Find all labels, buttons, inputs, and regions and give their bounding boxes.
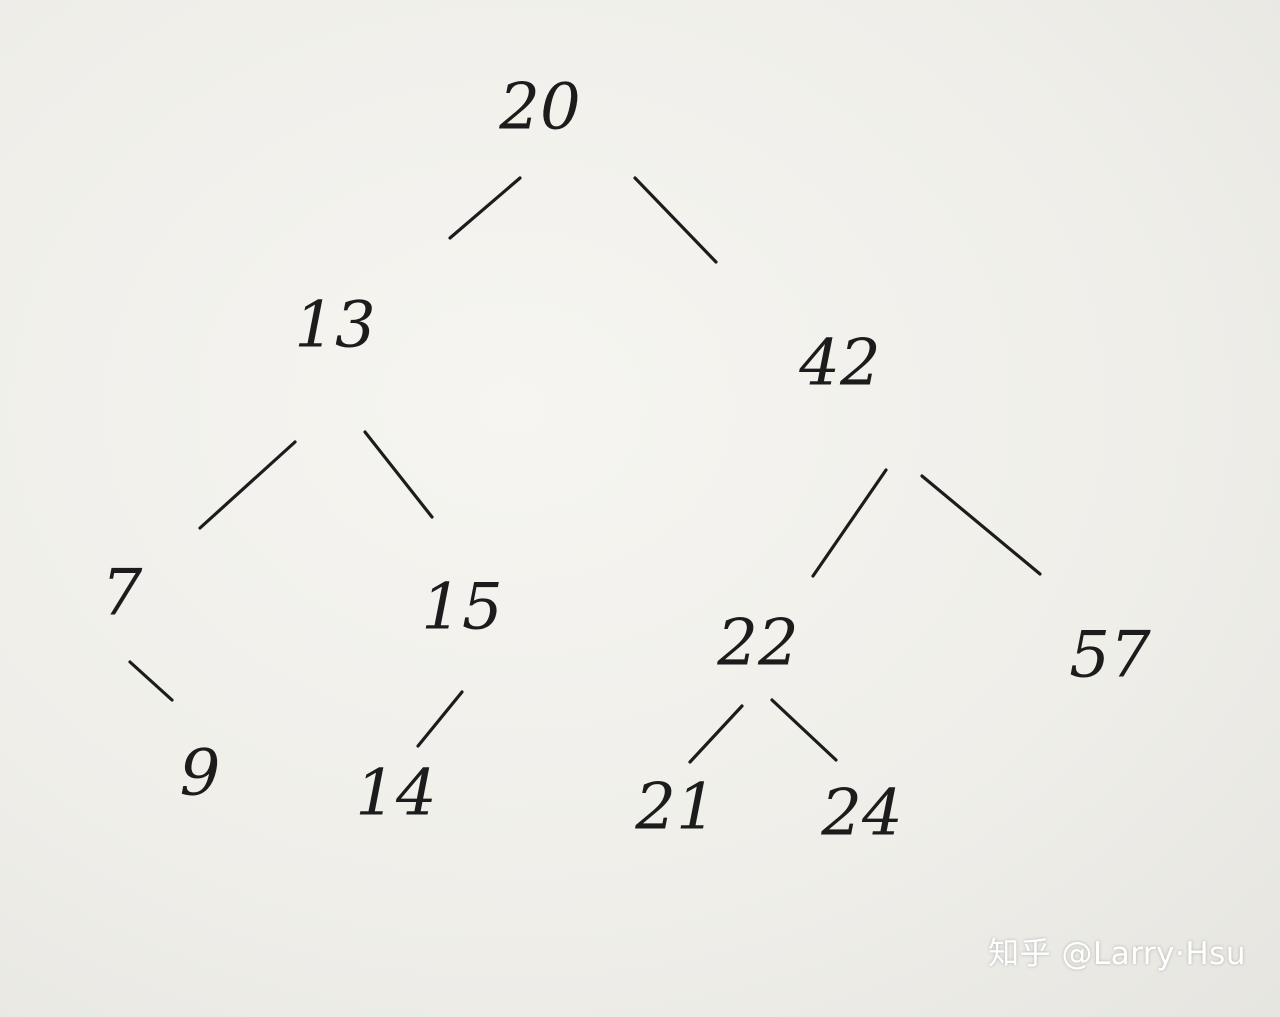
edge-22-21 — [688, 704, 744, 764]
edge-13-7 — [198, 440, 297, 530]
node-20: 20 — [498, 71, 580, 145]
nodes-layer: 20 13 42 7 15 22 57 9 14 21 24 — [102, 71, 1151, 851]
node-9: 9 — [180, 737, 221, 811]
node-42: 42 — [798, 327, 880, 401]
edge-22-24 — [770, 698, 838, 762]
node-15: 15 — [421, 571, 502, 645]
edge-42-22 — [811, 468, 888, 578]
node-57: 57 — [1069, 619, 1151, 693]
edges-layer — [128, 176, 1042, 764]
node-13: 13 — [294, 289, 375, 363]
node-14: 14 — [355, 757, 436, 831]
watermark-text: 知乎 @Larry·Hsu — [988, 936, 1246, 972]
edge-7-9 — [128, 660, 174, 702]
node-7: 7 — [102, 557, 143, 631]
edge-20-42 — [633, 176, 718, 264]
node-22: 22 — [716, 607, 798, 681]
edge-20-13 — [448, 176, 522, 240]
edge-15-14 — [416, 690, 464, 748]
edge-42-57 — [920, 474, 1042, 576]
edge-13-15 — [363, 430, 434, 519]
watermark: 知乎 @Larry·Hsu — [988, 928, 1246, 973]
node-24: 24 — [820, 777, 902, 851]
node-21: 21 — [634, 771, 716, 845]
